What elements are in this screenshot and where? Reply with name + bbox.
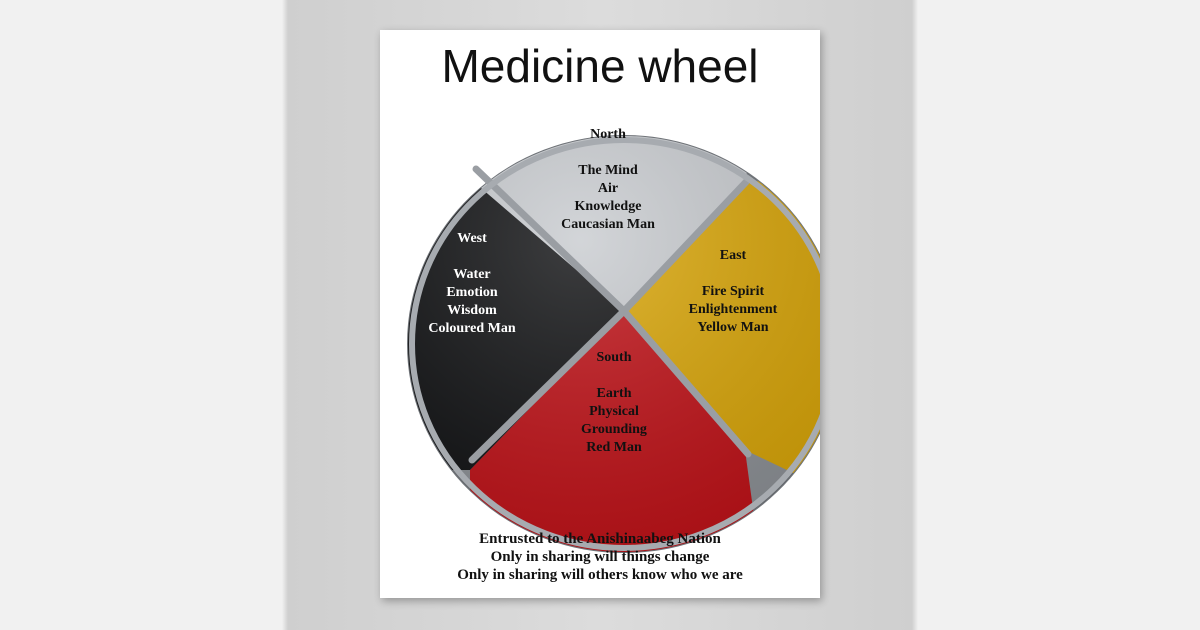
caption-line: Entrusted to the Anishinaabeg Nation [479,531,721,547]
north-line: Air [598,181,618,196]
inner-rim [409,137,820,551]
east-line: Yellow Man [697,320,768,335]
wheel-spokes [468,165,752,464]
poster: Medicine wheel [380,30,820,598]
west-line: Wisdom [447,303,497,318]
south-heading: South [596,350,631,365]
east-heading: East [720,248,747,263]
poster-title: Medicine wheel [441,40,759,92]
west-line: Emotion [446,285,498,300]
caption-line: Only in sharing will others know who we … [457,567,743,583]
south-line: Physical [589,404,639,419]
north-line: Caucasian Man [561,217,655,232]
north-line: Knowledge [575,199,642,214]
caption-line: Only in sharing will things change [490,549,710,565]
caption: Entrusted to the Anishinaabeg Nation Onl… [380,530,820,584]
south-line: Red Man [586,440,642,455]
west-heading: West [457,231,487,246]
west-line: Water [453,267,490,282]
south-line: Earth [597,386,632,401]
east-line: Enlightenment [689,302,778,317]
west-line: Coloured Man [428,321,515,336]
north-heading: North [590,127,626,142]
south-line: Grounding [581,422,647,437]
east-line: Fire Spirit [702,284,765,299]
north-line: The Mind [578,163,638,178]
